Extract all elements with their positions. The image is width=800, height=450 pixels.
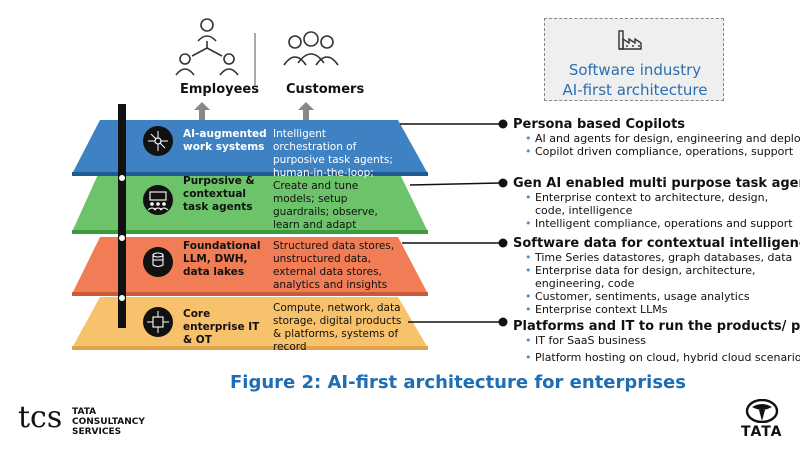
database-icon xyxy=(143,247,173,277)
layer-desc-augmented: Intelligent orchestration of purposive t… xyxy=(273,128,393,179)
tcs-line2: CONSULTANCY xyxy=(72,417,145,427)
layer-title-core-it: Core enterprise IT & OT xyxy=(183,308,260,346)
customers-label: Customers xyxy=(286,82,365,97)
arrow-up-icon xyxy=(194,102,210,120)
layer-title-agents: Purposive & contextual task agents xyxy=(183,175,255,213)
bullet-item: AI and agents for design, engineering an… xyxy=(523,132,800,145)
layer-desc-core-it: Compute, network, data storage, digital … xyxy=(273,302,402,353)
bullet-item: Enterprise data for design, architecture… xyxy=(523,264,800,290)
layer-desc-agents: Create and tune models; setup guardrails… xyxy=(273,180,378,231)
employees-icon xyxy=(175,18,239,76)
figure-caption: Figure 2: AI-first architecture for ente… xyxy=(230,372,686,393)
pillar xyxy=(118,104,126,328)
bullet-item: Enterprise context to architecture, desi… xyxy=(523,191,800,217)
bullet-item: Intelligent compliance, operations and s… xyxy=(523,217,800,230)
bullet-item: IT for SaaS business xyxy=(523,334,800,347)
customers-icon xyxy=(283,31,339,66)
tcs-line3: SERVICES xyxy=(72,427,122,437)
section-heading: Persona based Copilots xyxy=(513,117,686,132)
section-heading: Gen AI enabled multi purpose task agents xyxy=(513,176,800,191)
people-icons xyxy=(175,18,339,85)
layer-stack xyxy=(72,104,508,350)
industry-line2: AI-first architecture xyxy=(562,81,708,99)
network-hub-icon xyxy=(143,126,173,156)
agents-icon xyxy=(143,185,173,215)
arrow-up-icon xyxy=(298,102,314,120)
employees-label: Employees xyxy=(180,82,259,97)
industry-line1: Software industry xyxy=(568,61,702,79)
section-contextual-intelligence: Software data for contextual intelligenc… xyxy=(513,236,800,316)
bullet-item: Copilot driven compliance, operations, s… xyxy=(523,145,800,158)
bullet-item: Enterprise context LLMs xyxy=(523,303,800,316)
tcs-line1: TATA xyxy=(72,407,97,417)
section-heading: Software data for contextual intelligenc… xyxy=(513,236,800,251)
section-copilots: Persona based Copilots AI and agents for… xyxy=(513,117,800,158)
section-task-agents: Gen AI enabled multi purpose task agents… xyxy=(513,176,800,230)
circuit-icon xyxy=(143,307,173,337)
up-arrows xyxy=(194,102,314,120)
tcs-wordmark: tcs xyxy=(18,400,63,435)
section-heading: Platforms and IT to run the products/ pl… xyxy=(513,319,800,334)
industry-box: Software industry AI-first architecture xyxy=(544,18,724,101)
bullet-item: Time Series datastores, graph databases,… xyxy=(523,251,800,264)
tata-wordmark: TATA xyxy=(741,424,783,440)
section-platforms: Platforms and IT to run the products/ pl… xyxy=(513,319,800,364)
layer-desc-foundational: Structured data stores, unstructured dat… xyxy=(273,240,395,291)
layer-title-foundational: Foundational LLM, DWH, data lakes xyxy=(183,240,261,278)
bullet-item: Customer, sentiments, usage analytics xyxy=(523,290,800,303)
bullet-item: Platform hosting on cloud, hybrid cloud … xyxy=(523,351,800,364)
factory-icon xyxy=(618,30,642,50)
tata-emblem-icon xyxy=(745,399,779,423)
layer-title-augmented: AI-augmented work systems xyxy=(183,128,267,153)
